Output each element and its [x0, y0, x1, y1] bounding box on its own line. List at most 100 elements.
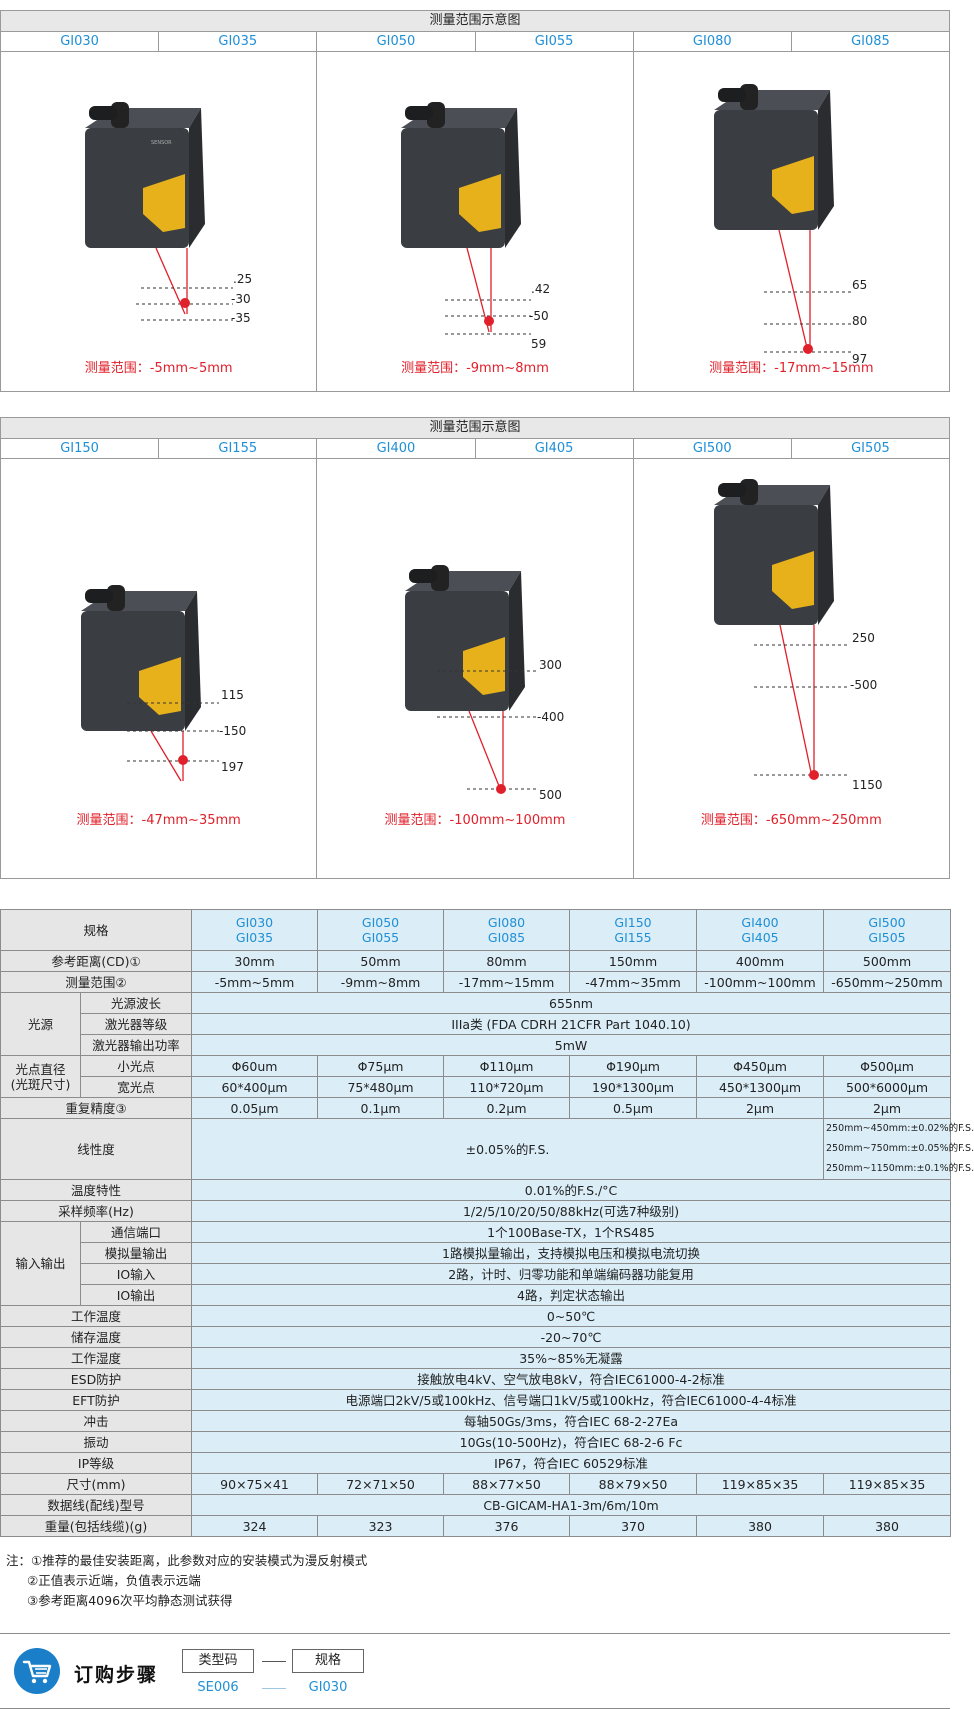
spec-label: 冲击 — [0, 1410, 193, 1432]
spec-value: 50mm — [317, 950, 445, 972]
svg-text:300: 300 — [539, 658, 562, 672]
spec-value: 2μm — [823, 1097, 952, 1119]
spec-value: Φ75μm — [317, 1055, 445, 1077]
order-steps: 订购步骤 类型码 规格 SE006 GI030 — [0, 1633, 950, 1709]
panel-title: 测量范围示意图 — [1, 418, 949, 439]
sensor-diagram: .42 -50 59 — [401, 102, 550, 351]
range-text: 测量范围：-100mm~100mm — [384, 813, 566, 828]
spec-value: -17mm~15mm — [443, 971, 571, 993]
panel-title: 测量范围示意图 — [1, 11, 949, 32]
footnote: 注：①推荐的最佳安装距离，此参数对应的安装模式为漫反射模式 — [6, 1553, 368, 1568]
spec-value: IIIa类 (FDA CDRH 21CFR Part 1040.10) — [191, 1013, 952, 1035]
range-diagram-gi080: 65 80 97 测量范围：-17mm~15mm — [634, 52, 949, 391]
svg-text:-400: -400 — [537, 710, 564, 724]
svg-text:250: 250 — [852, 631, 875, 645]
spec-value: -47mm~35mm — [569, 971, 698, 993]
spec-value: -100mm~100mm — [696, 971, 825, 993]
spec-value: Φ450μm — [696, 1055, 825, 1077]
spec-value: 72×71×50 — [317, 1473, 445, 1495]
svg-text:80: 80 — [852, 314, 867, 328]
svg-text:97: 97 — [852, 352, 867, 366]
svg-text:500: 500 — [539, 788, 562, 802]
spec-label: IP等级 — [0, 1452, 193, 1474]
range-diagram-gi030: SENSOR .25 -30 -35 测量范围：-5mm~5mm — [1, 52, 318, 391]
model-label: GI035 — [159, 32, 318, 51]
spec-value: 0.1μm — [317, 1097, 445, 1119]
spec-value: 88×79×50 — [569, 1473, 698, 1495]
spec-value: 88×77×50 — [443, 1473, 571, 1495]
svg-text:1150: 1150 — [852, 778, 883, 792]
sensor-diagram: 65 80 97 — [713, 84, 867, 366]
svg-text:59: 59 — [531, 337, 546, 351]
type-code-value: SE006 — [197, 1680, 239, 1695]
table-row: 温度特性 0.01%的F.S./°C — [0, 1179, 952, 1201]
spec-value: 380 — [823, 1515, 952, 1537]
table-row: 宽光点 60*400μm 75*480μm 110*720μm 190*1300… — [1, 1076, 952, 1098]
spec-value: 0~50℃ — [191, 1305, 952, 1327]
type-code-box: 类型码 — [182, 1649, 254, 1673]
model-label: GI155 — [159, 439, 318, 458]
spec-value: 1个100Base-TX，1个RS485 — [191, 1221, 952, 1243]
table-row: 重复精度③ 0.05μm 0.1μm 0.2μm 0.5μm 2μm 2μm — [0, 1097, 952, 1119]
svg-text:.42: .42 — [531, 282, 550, 296]
spec-value: 500*6000μm — [823, 1076, 952, 1098]
spec-value: 10Gs(10-500Hz)，符合IEC 68-2-6 Fc — [191, 1431, 952, 1453]
spec-value: 每轴50Gs/3ms，符合IEC 68-2-27Ea — [191, 1410, 952, 1432]
spec-label: 工作湿度 — [0, 1347, 193, 1369]
range-text: 测量范围：-5mm~5mm — [84, 361, 233, 376]
table-row: 光源 光源波长 655nm — [0, 992, 952, 1056]
svg-text:115: 115 — [221, 688, 244, 702]
table-row: 冲击 每轴50Gs/3ms，符合IEC 68-2-27Ea — [0, 1410, 952, 1432]
svg-text:SENSOR: SENSOR — [151, 140, 172, 146]
spec-label: EFT防护 — [0, 1389, 193, 1411]
spec-label: ESD防护 — [0, 1368, 193, 1390]
range-diagram-gi150: 115 -150 197 测量范围：-47mm~35mm — [1, 459, 318, 878]
footnote: ③参考距离4096次平均静态测试获得 — [27, 1593, 233, 1608]
table-row: 模拟量输出 1路模拟量输出，支持模拟电压和模拟电流切换 — [1, 1242, 952, 1264]
spec-linearity-extra: 250mm~450mm:±0.02%的F.S. 250mm~750mm:±0.0… — [823, 1118, 974, 1180]
spec-value: 0.01%的F.S./°C — [191, 1179, 952, 1201]
spec-label: IO输入 — [79, 1263, 193, 1285]
model-label: GI030 — [1, 32, 160, 51]
spec-value: 323 — [317, 1515, 445, 1537]
range-panel-1: 测量范围示意图 GI030 GI035 GI050 GI055 GI080 GI… — [0, 10, 950, 392]
model-label: GI505 — [851, 441, 890, 456]
table-row: 振动 10Gs(10-500Hz)，符合IEC 68-2-6 Fc — [0, 1431, 952, 1453]
range-panel-2: 测量范围示意图 GI150 GI155 GI400 GI405 GI500 GI… — [0, 417, 950, 879]
spec-value: 80mm — [443, 950, 571, 972]
spec-value: 400mm — [696, 950, 825, 972]
spec-group-label: 光点直径(光斑尺寸) — [0, 1055, 81, 1098]
svg-text:-500: -500 — [850, 678, 877, 692]
spec-label: IO输出 — [79, 1284, 193, 1306]
spec-value: 4路，判定状态输出 — [191, 1284, 952, 1306]
spec-value: 190*1300μm — [569, 1076, 698, 1098]
model-label: GI405 — [476, 439, 634, 458]
spec-value: -9mm~8mm — [317, 971, 445, 993]
spec-label: 模拟量输出 — [79, 1242, 193, 1264]
range-diagram-gi050: .42 -50 59 测量范围：-9mm~8mm — [317, 52, 634, 391]
spec-label: 小光点 — [79, 1055, 193, 1077]
model-label: GI150 — [1, 439, 160, 458]
spec-value: 150mm — [569, 950, 698, 972]
spec-value: IP67，符合IEC 60529标准 — [191, 1452, 952, 1474]
table-row: 激光器输出功率 5mW — [1, 1034, 952, 1056]
spec-value: 2μm — [696, 1097, 825, 1119]
spec-label: 重量(包括线缆)(g) — [0, 1515, 193, 1537]
order-title: 订购步骤 — [74, 1664, 159, 1686]
spec-value: 1路模拟量输出，支持模拟电压和模拟电流切换 — [191, 1242, 952, 1264]
spec-value: Φ110μm — [443, 1055, 571, 1077]
spec-label: 工作温度 — [0, 1305, 193, 1327]
sensor-diagram: 250 -500 1150 — [713, 479, 883, 792]
svg-text:.25: .25 — [233, 272, 252, 286]
spec-value: -650mm~250mm — [823, 971, 952, 993]
spec-value: Φ60um — [191, 1055, 319, 1077]
sensor-diagram: SENSOR .25 -30 -35 — [85, 102, 252, 325]
spec-header-label: 规格 — [0, 909, 193, 951]
svg-text:-30: -30 — [231, 292, 251, 306]
spec-value: Φ500μm — [823, 1055, 952, 1077]
spec-value: 90×75×41 — [191, 1473, 319, 1495]
spec-label: 重复精度③ — [0, 1097, 193, 1119]
